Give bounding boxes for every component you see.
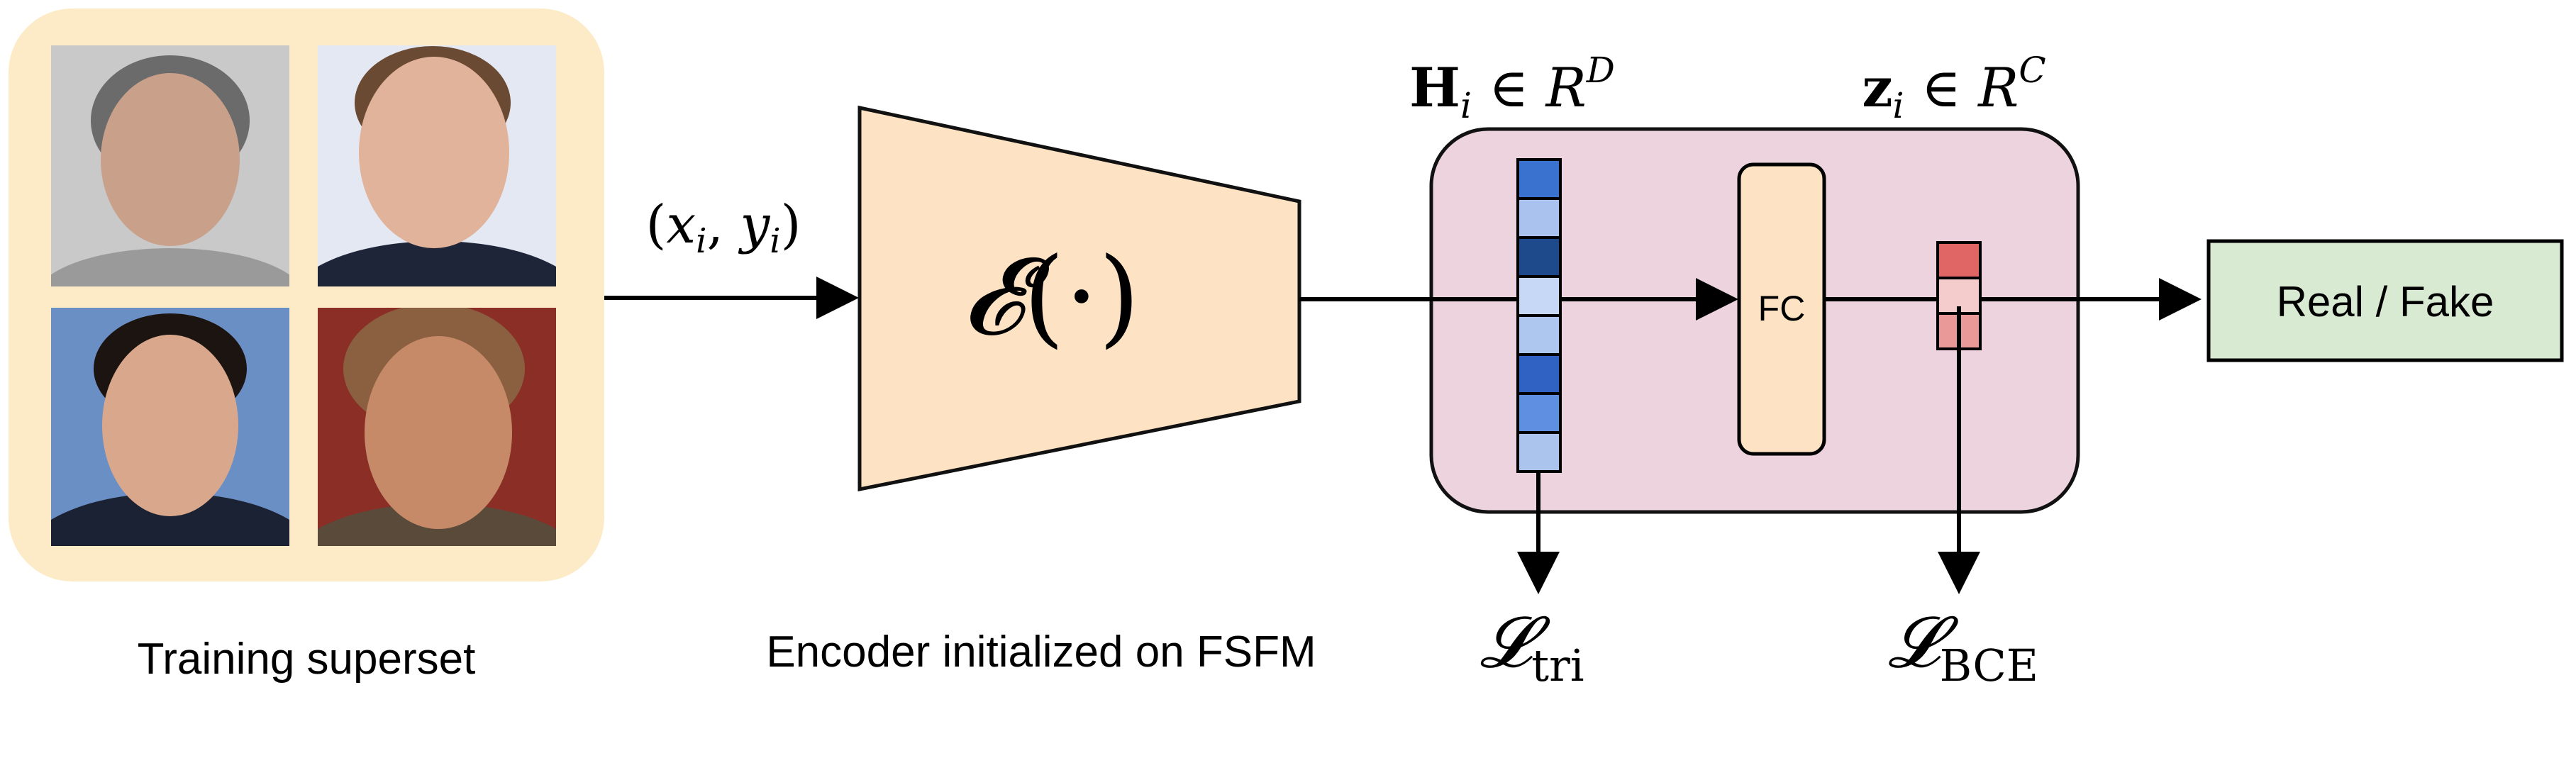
- feature-cell-2: [1516, 197, 1562, 239]
- face-image-bottom-left: [51, 308, 289, 546]
- feature-label: Hi ∈ RD: [1409, 50, 1615, 126]
- feature-cell-4: [1516, 275, 1562, 317]
- feature-cell-8: [1516, 431, 1562, 473]
- feature-cell-6: [1516, 353, 1562, 395]
- encoder-block: [857, 105, 1301, 492]
- fc-label: FC: [1758, 289, 1806, 328]
- logit-cell-1: [1936, 241, 1982, 279]
- face-image-top-right: [318, 45, 556, 286]
- feature-cell-5: [1516, 314, 1562, 356]
- logits-label: zi ∈ RC: [1862, 50, 2045, 126]
- fc-layer: [1737, 162, 1826, 456]
- training-superset-caption: Training superset: [138, 635, 476, 684]
- encoder-caption: Encoder initialized on FSFM: [766, 628, 1316, 676]
- output-box: [2206, 239, 2564, 362]
- face-image-bottom-right: [318, 308, 556, 546]
- feature-cell-3: [1516, 236, 1562, 278]
- input-label: (xi, yi): [645, 194, 801, 261]
- encoder-symbol: 𝓔(·): [962, 235, 1140, 359]
- feature-vector-H: [1516, 158, 1562, 473]
- face-image-top-left: [51, 45, 289, 286]
- bce-loss-label: 𝓛BCE: [1888, 601, 2038, 691]
- output-label: Real / Fake: [2277, 278, 2494, 325]
- feature-cell-1: [1516, 158, 1562, 200]
- feature-cell-7: [1516, 392, 1562, 434]
- triplet-loss-label: 𝓛tri: [1479, 601, 1584, 691]
